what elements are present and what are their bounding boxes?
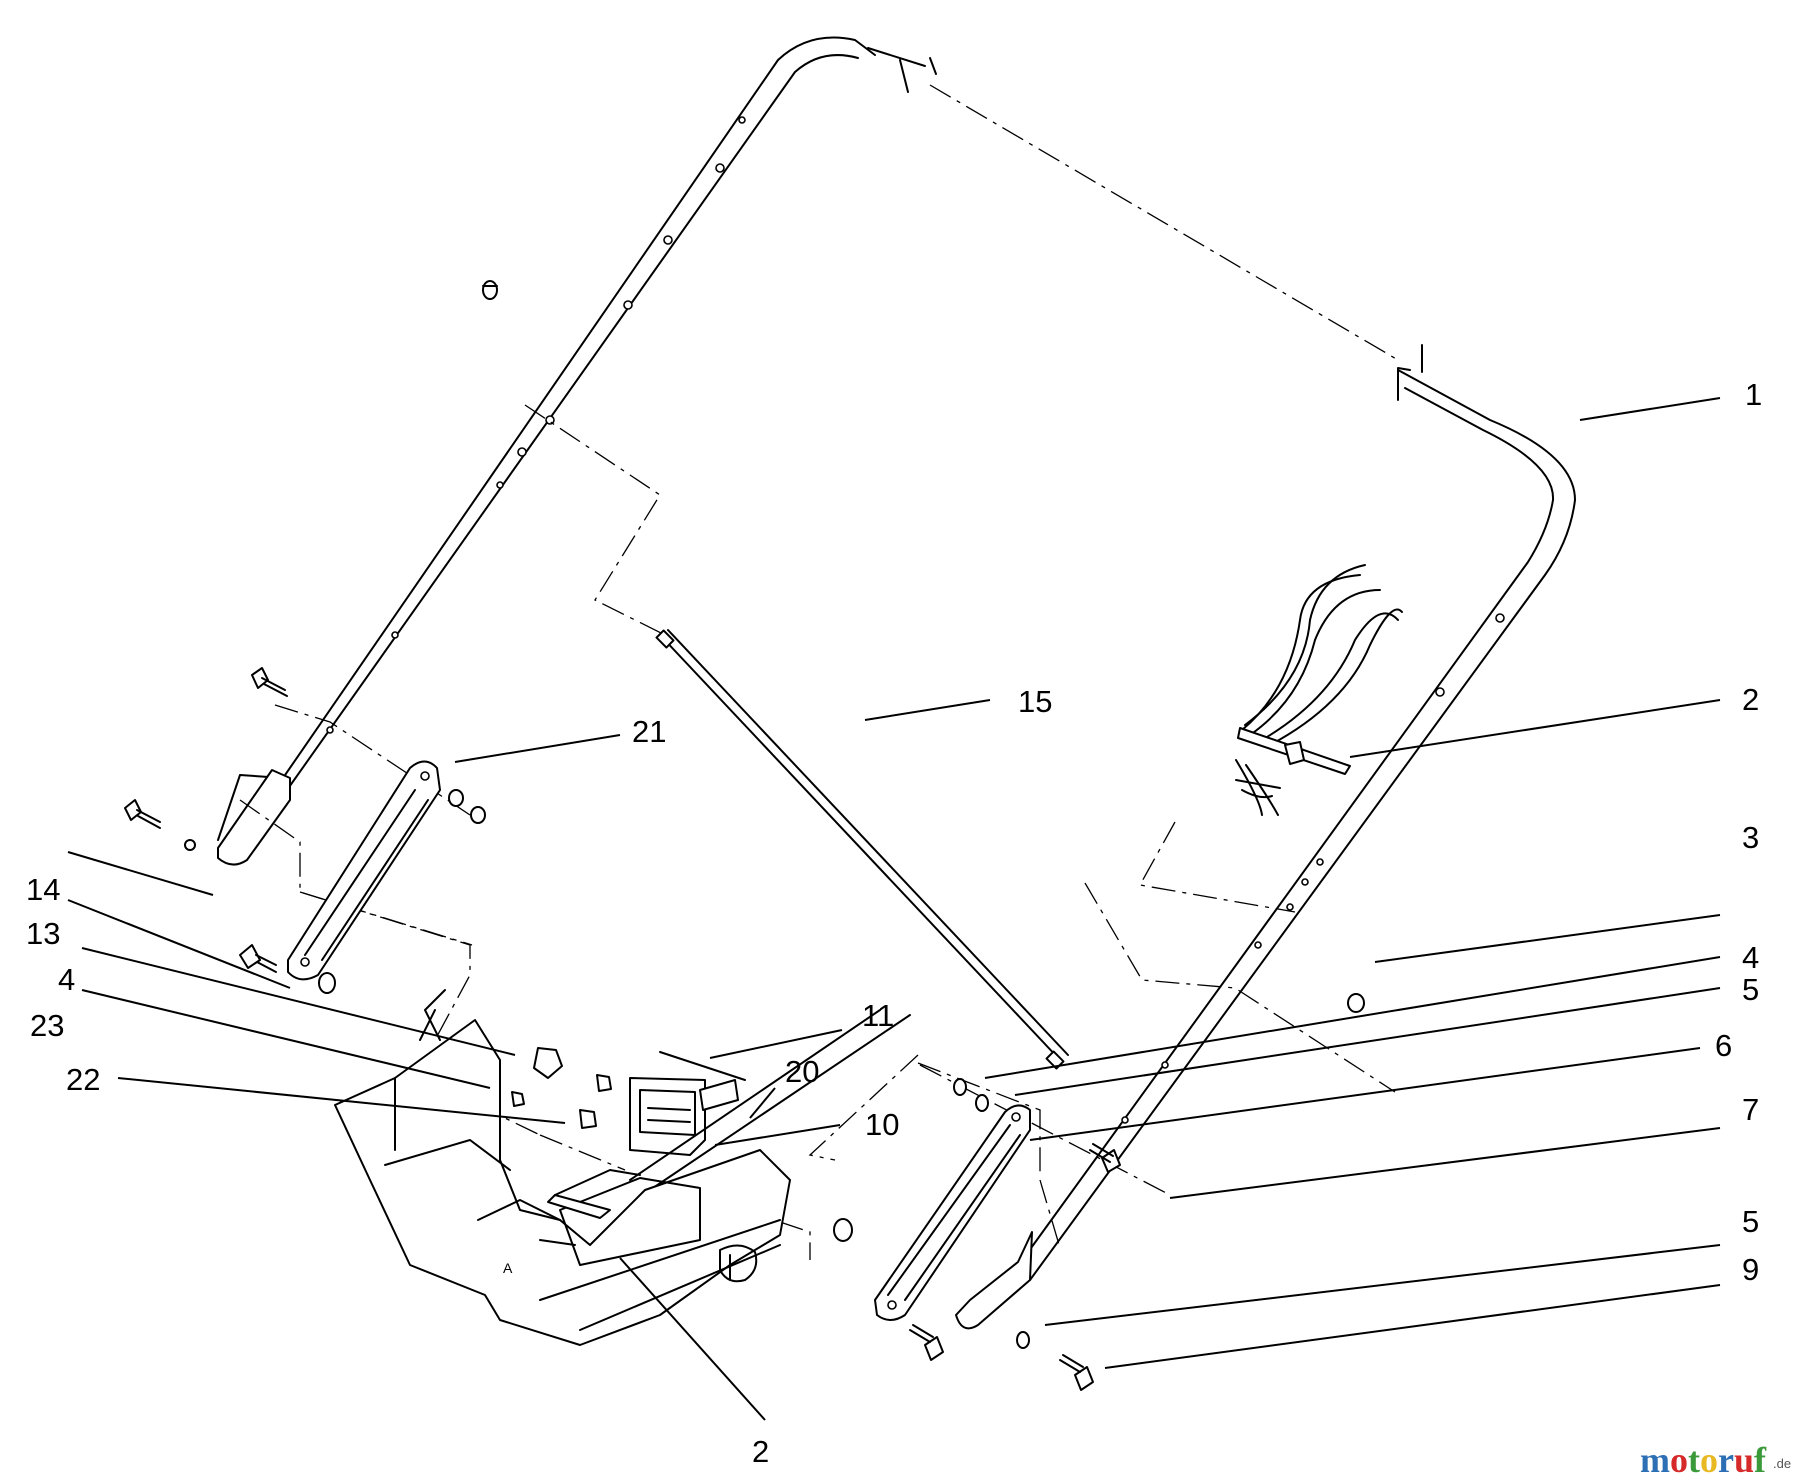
callout-5b: 5 xyxy=(1742,1204,1759,1239)
svg-text:.de: .de xyxy=(1773,1456,1791,1471)
callout-20: 20 xyxy=(785,1054,819,1089)
knob xyxy=(482,280,498,300)
callout-labels: 1 2 3 4 5 6 7 5 9 15 21 14 13 4 23 22 11… xyxy=(26,377,1762,1469)
left-bracket xyxy=(287,760,441,981)
callout-23: 23 xyxy=(30,1008,64,1043)
callout-3: 3 xyxy=(1742,820,1759,855)
callout-2b: 2 xyxy=(752,1434,769,1469)
callout-6: 6 xyxy=(1715,1028,1732,1063)
callout-11: 11 xyxy=(862,998,894,1033)
callout-22: 22 xyxy=(66,1062,100,1097)
svg-text:A: A xyxy=(503,1260,513,1276)
deck-housing: A xyxy=(334,989,791,1346)
fasteners xyxy=(124,667,1365,1391)
callout-5: 5 xyxy=(1742,972,1759,1007)
callout-4b: 4 xyxy=(58,962,75,997)
leader-lines xyxy=(67,397,1721,1421)
right-bracket xyxy=(874,1104,1031,1321)
handle-frame xyxy=(217,36,1576,1330)
callout-1: 1 xyxy=(1745,377,1762,412)
callout-7: 7 xyxy=(1742,1092,1759,1127)
callout-4: 4 xyxy=(1742,940,1759,975)
callout-21: 21 xyxy=(632,714,666,749)
callout-13: 13 xyxy=(26,916,60,951)
cable-assembly xyxy=(1235,564,1403,816)
svg-text:motoruf: motoruf xyxy=(1640,1440,1767,1480)
control-bracket xyxy=(629,1009,911,1191)
callout-2: 2 xyxy=(1742,682,1759,717)
watermark-logo: motoruf .de xyxy=(1640,1440,1791,1480)
callout-14: 14 xyxy=(26,872,60,907)
callout-10: 10 xyxy=(865,1107,899,1142)
callout-15: 15 xyxy=(1018,684,1052,719)
callout-9: 9 xyxy=(1742,1252,1759,1287)
rod xyxy=(655,629,1069,1070)
